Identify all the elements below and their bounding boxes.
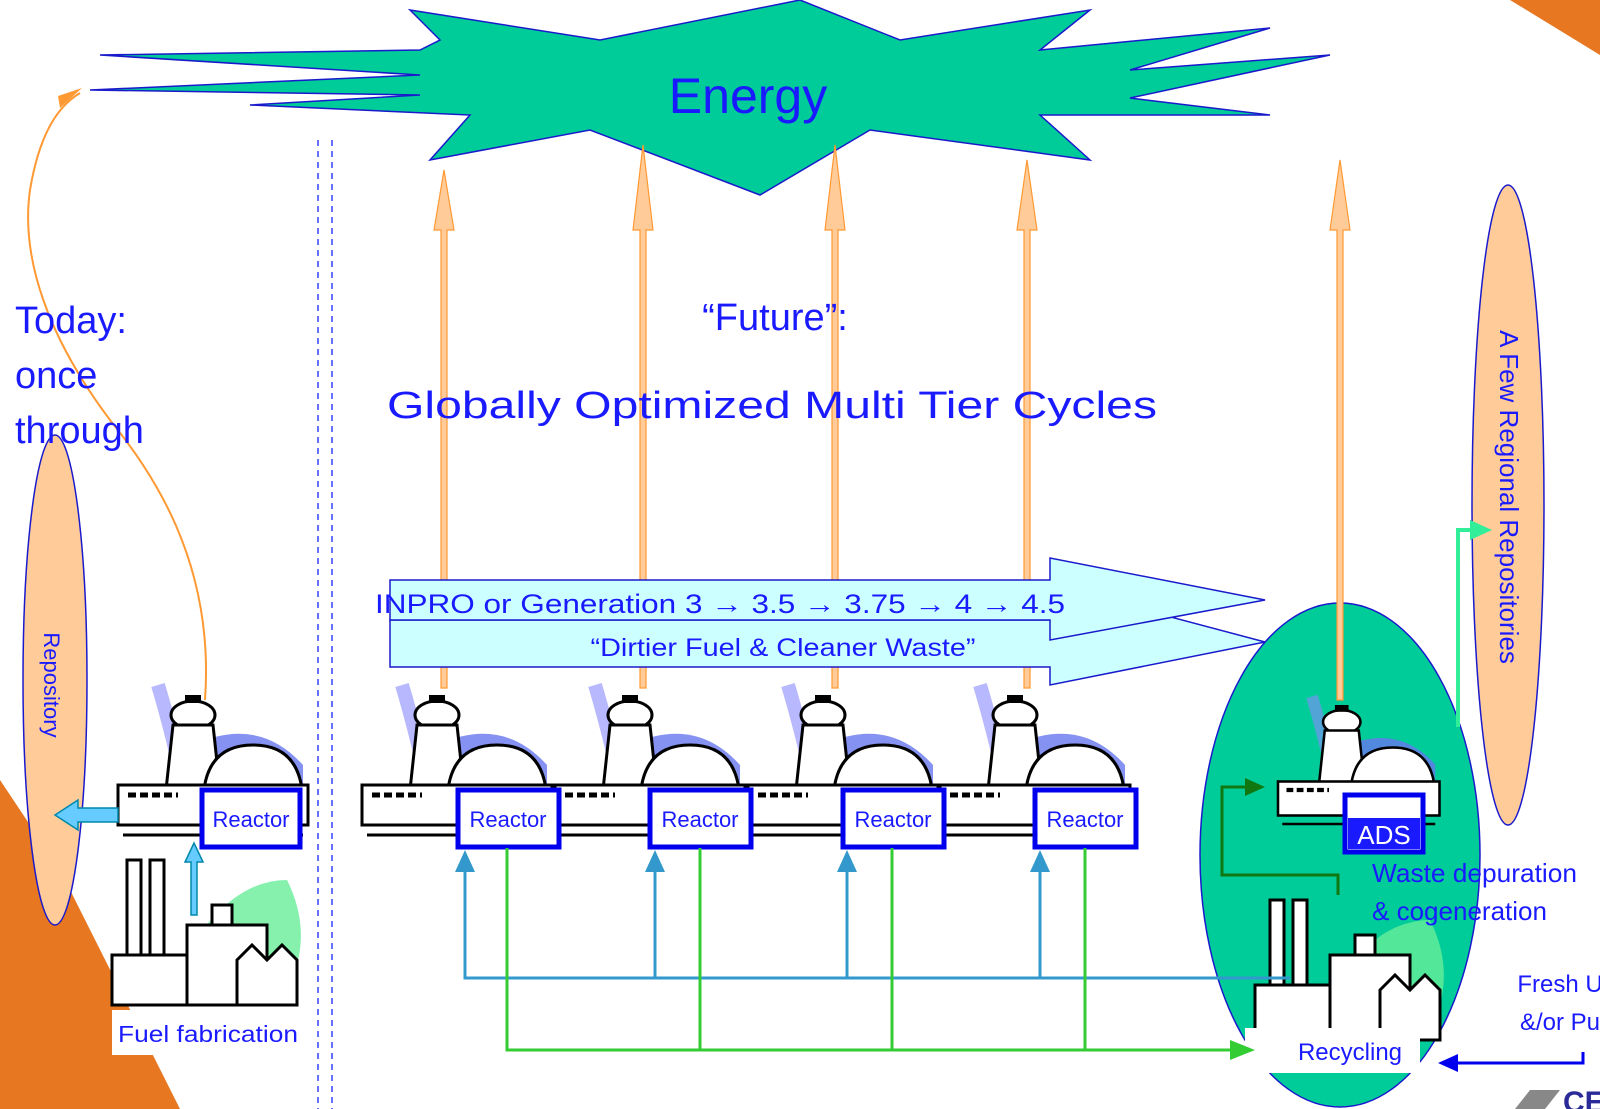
fuel-fabrication-label: Fuel fabrication [118,1021,298,1047]
ads-box: ADS [1342,792,1426,855]
fresh-supply-line [1450,1052,1585,1065]
regional-repositories-ellipse [1471,184,1545,826]
fresh-line2: &/or Pu [1520,1009,1600,1036]
generations-line1: INPRO or Generation 3 → 3.5 → 3.75 → 4 →… [375,589,1065,619]
ads-to-repositories-arrowhead [1470,520,1492,540]
reactor-label: Reactor [1046,807,1123,832]
reactor-label: Reactor [212,807,289,832]
generations-line2: “Dirtier Fuel & Cleaner Waste” [591,634,976,662]
fuel-to-reactor-arrow [183,841,205,916]
reactor-box: Reactor [647,787,754,850]
fuel-fabrication-box [112,1010,302,1055]
fuel-factory [110,858,301,1007]
logo-text: CE [1563,1086,1600,1109]
waste-depuration-line1: Waste depuration [1372,858,1577,888]
regional-repositories-label: A Few Regional Repositories [1494,330,1524,664]
ads-label: ADS [1357,820,1410,850]
today-line3: through [15,410,144,452]
reactor-label: Reactor [854,807,931,832]
future-title: “Future”: [702,297,848,339]
reactor-box: Reactor [199,787,303,850]
today-curve-arrow [27,92,207,701]
reactor-box: Reactor [455,787,562,850]
reactor-box: Reactor [1032,787,1139,850]
fuel-supply-arrowheads [455,850,1050,872]
recycling-box [1245,1028,1420,1073]
fuel-supply-line [463,860,1290,980]
waste-depuration-line2: & cogeneration [1372,896,1547,926]
to-repository-arrow [53,798,119,832]
energy-arrow [1329,159,1351,701]
today-line2: once [15,355,97,397]
fresh-line1: Fresh U [1517,971,1600,998]
fresh-supply-arrowhead [1438,1054,1458,1072]
waste-return-arrowhead [1230,1040,1255,1060]
today-line1: Today: [15,300,127,342]
ads-plant [1276,694,1441,826]
waste-return-line [505,848,1235,1052]
today-curve-arrowhead [58,88,82,108]
repository-label: Repository [39,632,64,737]
generations-banner-top [389,557,1266,641]
corner-decoration-top-right [1510,0,1600,55]
reactor-label: Reactor [469,807,546,832]
logo: CE [1500,1085,1600,1109]
future-subtitle: Globally Optimized Multi Tier Cycles [387,385,1157,427]
repository-ellipse [22,434,88,926]
recycling-to-ads-arrowhead [1245,778,1265,796]
reactor-label: Reactor [661,807,738,832]
energy-label: Energy [669,68,827,124]
recycling-to-ads-line [1220,785,1340,895]
energy-burst [89,0,1331,196]
recycling-label: Recycling [1298,1039,1402,1066]
reactor-box: Reactor [840,787,947,850]
